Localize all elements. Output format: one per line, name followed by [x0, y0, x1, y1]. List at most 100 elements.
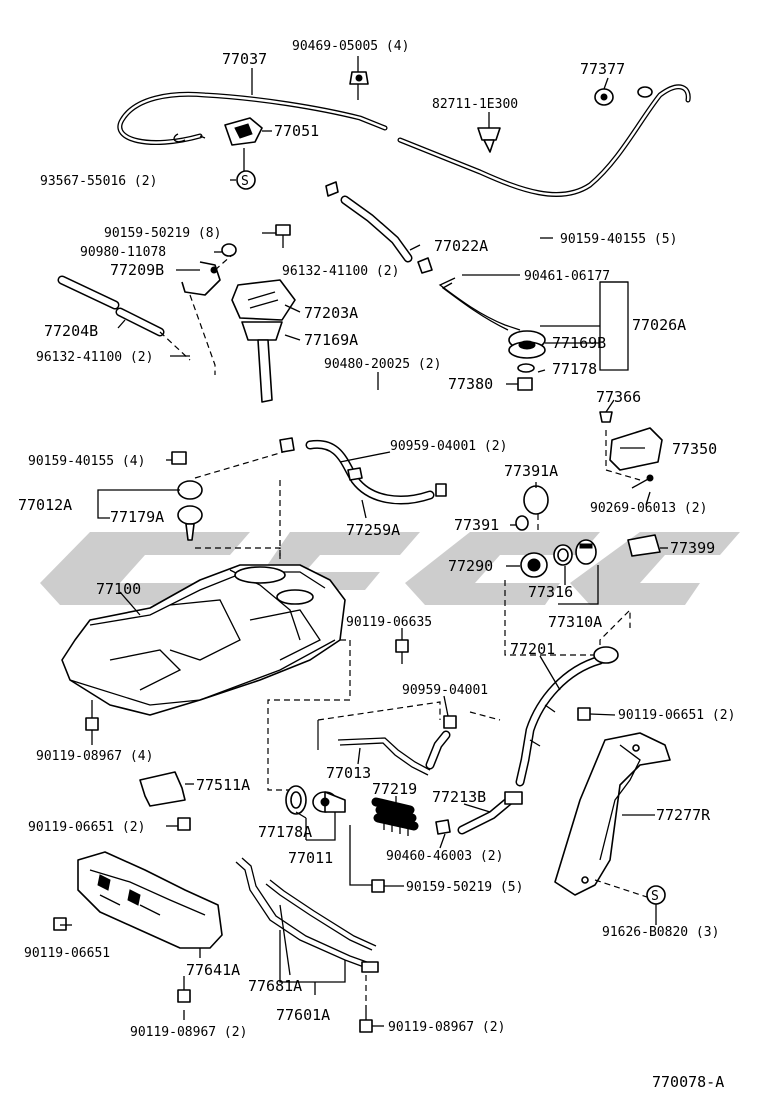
grommet-82711[interactable] [477, 127, 501, 153]
fuel-lid-77350[interactable] [609, 427, 663, 471]
label-77391A: 77391A [504, 462, 558, 480]
fuel-lid-opener-cable[interactable] [117, 84, 691, 198]
screw-90269[interactable] [631, 474, 654, 489]
sender-gauge-77203A[interactable] [231, 279, 296, 403]
fuel-tube-77013[interactable] [337, 737, 431, 776]
clamp-90460[interactable] [435, 819, 451, 835]
label-90469-05005: 90469-05005 (4) [292, 39, 409, 54]
label-77013: 77013 [326, 764, 371, 782]
protector-77641A[interactable] [77, 851, 223, 949]
bolt-90119-08967-a[interactable] [85, 700, 99, 731]
gasket-77391[interactable] [515, 515, 529, 531]
valve-77011[interactable] [312, 791, 346, 813]
lid-spring-77366[interactable] [599, 411, 613, 423]
label-77201: 77201 [510, 640, 555, 658]
cable-end-77377[interactable] [594, 88, 614, 106]
pump-flange-77012A[interactable] [177, 480, 203, 541]
label-s-mark-1: S [241, 174, 249, 189]
label-77290: 77290 [448, 557, 493, 575]
label-90159-50219-5: 90159-50219 (5) [406, 880, 523, 895]
valve-77169B[interactable] [508, 330, 546, 359]
label-96132-41100-a: 96132-41100 (2) [282, 264, 399, 279]
cable-clamp-77051[interactable] [224, 117, 263, 146]
hose-77204B[interactable] [57, 275, 165, 337]
breather-hose-77219[interactable] [371, 797, 419, 836]
gasket-90980[interactable] [221, 243, 237, 257]
bolt-90119-06651-a[interactable] [577, 707, 591, 721]
label-77350: 77350 [672, 440, 717, 458]
label-90119-06651-2-b: 90119-06651 (2) [28, 820, 145, 835]
leader-lines [60, 56, 668, 1027]
hose-77213B[interactable] [457, 791, 523, 835]
label-77399: 77399 [670, 539, 715, 557]
bolt-90119-06635[interactable] [395, 639, 409, 664]
vent-hose-77022A[interactable] [325, 181, 433, 274]
label-77316: 77316 [528, 583, 573, 601]
bolt-90159-50219-b[interactable] [371, 879, 385, 893]
label-90980-11078: 90980-11078 [80, 245, 166, 260]
diagram-code: 770078-A [652, 1073, 724, 1091]
label-90119-06651-2-a: 90119-06651 (2) [618, 708, 735, 723]
screw-symbol-s-1 [236, 170, 256, 190]
bracket-77511A[interactable] [139, 771, 186, 807]
label-90269-06013: 90269-06013 (2) [590, 501, 707, 516]
label-77037: 77037 [222, 50, 267, 68]
label-77204B: 77204B [44, 322, 98, 340]
label-77641A: 77641A [186, 961, 240, 979]
label-s-mark-2: S [651, 889, 659, 904]
lock-plate-77209B[interactable] [181, 261, 221, 296]
bolt-90119-06651-b[interactable] [177, 817, 191, 831]
label-77022A: 77022A [434, 237, 488, 255]
label-77511A: 77511A [196, 776, 250, 794]
label-77169B: 77169B [552, 334, 606, 352]
label-77179A: 77179A [110, 508, 164, 526]
tank-band-77601A[interactable] [235, 857, 379, 973]
filler-pipe-77201[interactable] [515, 646, 619, 787]
label-90119-08967-4: 90119-08967 (4) [36, 749, 153, 764]
label-82711-1E300: 82711-1E300 [432, 97, 518, 112]
label-91626-B0820: 91626-B0820 (3) [602, 925, 719, 940]
bolt-90159-40155-a[interactable] [171, 451, 187, 465]
gasket-77391A[interactable] [523, 485, 549, 515]
clip-77380[interactable] [517, 377, 533, 391]
label-90119-06651: 90119-06651 [24, 946, 110, 961]
label-77169A: 77169A [304, 331, 358, 349]
label-90959-04001-2: 90959-04001 (2) [390, 439, 507, 454]
label-93567-55016: 93567-55016 (2) [40, 174, 157, 189]
label-90959-04001: 90959-04001 [402, 683, 488, 698]
vent-tube-77026A[interactable] [438, 277, 521, 331]
label-90119-06635: 90119-06635 [346, 615, 432, 630]
label-77219: 77219 [372, 780, 417, 798]
label-77259A: 77259A [346, 521, 400, 539]
bolt-90119-08967-c[interactable] [359, 1005, 373, 1033]
part-labels: 77037 90469-05005 (4) 77377 82711-1E300 … [18, 39, 735, 1091]
gasket-77178[interactable] [517, 363, 535, 373]
label-77310A: 77310A [548, 613, 602, 631]
label-77011: 77011 [288, 849, 333, 867]
clip-90469[interactable] [349, 71, 369, 85]
label-77601A: 77601A [276, 1006, 330, 1024]
label-77391: 77391 [454, 516, 499, 534]
label-90159-40155-4: 90159-40155 (4) [28, 454, 145, 469]
label-77026A: 77026A [632, 316, 686, 334]
holder-77399[interactable] [627, 534, 661, 557]
label-77681A: 77681A [248, 977, 302, 995]
bolt-90119-08967-b[interactable] [177, 976, 191, 1003]
cap-77310A[interactable] [575, 539, 597, 565]
ring-77316[interactable] [553, 544, 573, 566]
protector-77277R[interactable] [554, 732, 671, 896]
bolt-90159-50219-top[interactable] [275, 224, 291, 248]
label-77100: 77100 [96, 580, 141, 598]
label-77178: 77178 [552, 360, 597, 378]
bolt-90119-06651-c[interactable] [53, 917, 67, 931]
fuel-hose-77259A[interactable] [279, 437, 447, 505]
filler-cap-77290[interactable] [520, 552, 548, 578]
label-77277R: 77277R [656, 806, 711, 824]
label-90460-46003: 90460-46003 (2) [386, 849, 503, 864]
hose-90959-04001[interactable] [425, 715, 457, 770]
label-77012A: 77012A [18, 496, 72, 514]
label-77380: 77380 [448, 375, 493, 393]
label-77209B: 77209B [110, 261, 164, 279]
label-77178A: 77178A [258, 823, 312, 841]
gasket-77178A[interactable] [285, 785, 307, 815]
